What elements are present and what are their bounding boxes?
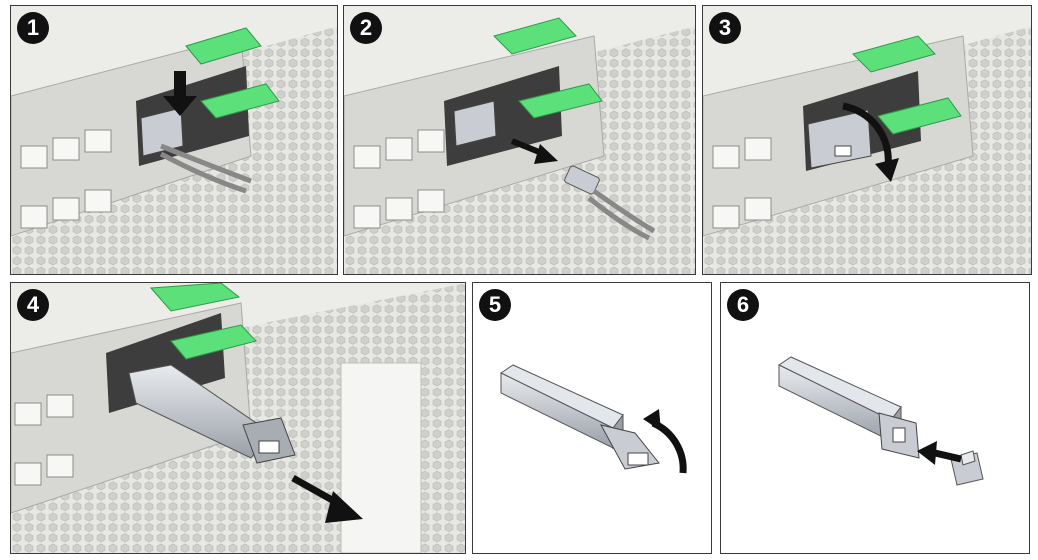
step-4-badge: 4 [17, 289, 49, 321]
step-3-panel: 3 [702, 5, 1032, 275]
step-5-illustration [473, 283, 712, 554]
step-2-panel: 2 [343, 5, 696, 275]
step-4-illustration [11, 283, 466, 554]
step-6-panel: 6 [720, 282, 1030, 554]
step-3-badge: 3 [709, 12, 741, 44]
step-1-panel: 1 [10, 5, 338, 275]
step-3-illustration [703, 6, 1032, 275]
step-2-illustration [344, 6, 696, 275]
rotate-arrow-icon [643, 409, 661, 431]
step-4-panel: 4 [10, 282, 466, 554]
step-2-badge: 2 [350, 12, 382, 44]
step-6-illustration [721, 283, 1030, 554]
left-arrow-icon [917, 441, 937, 465]
step-1-badge: 1 [17, 12, 49, 44]
step-5-badge: 5 [479, 289, 511, 321]
step-1-illustration [11, 6, 338, 275]
step-6-badge: 6 [727, 289, 759, 321]
step-5-panel: 5 [472, 282, 712, 554]
